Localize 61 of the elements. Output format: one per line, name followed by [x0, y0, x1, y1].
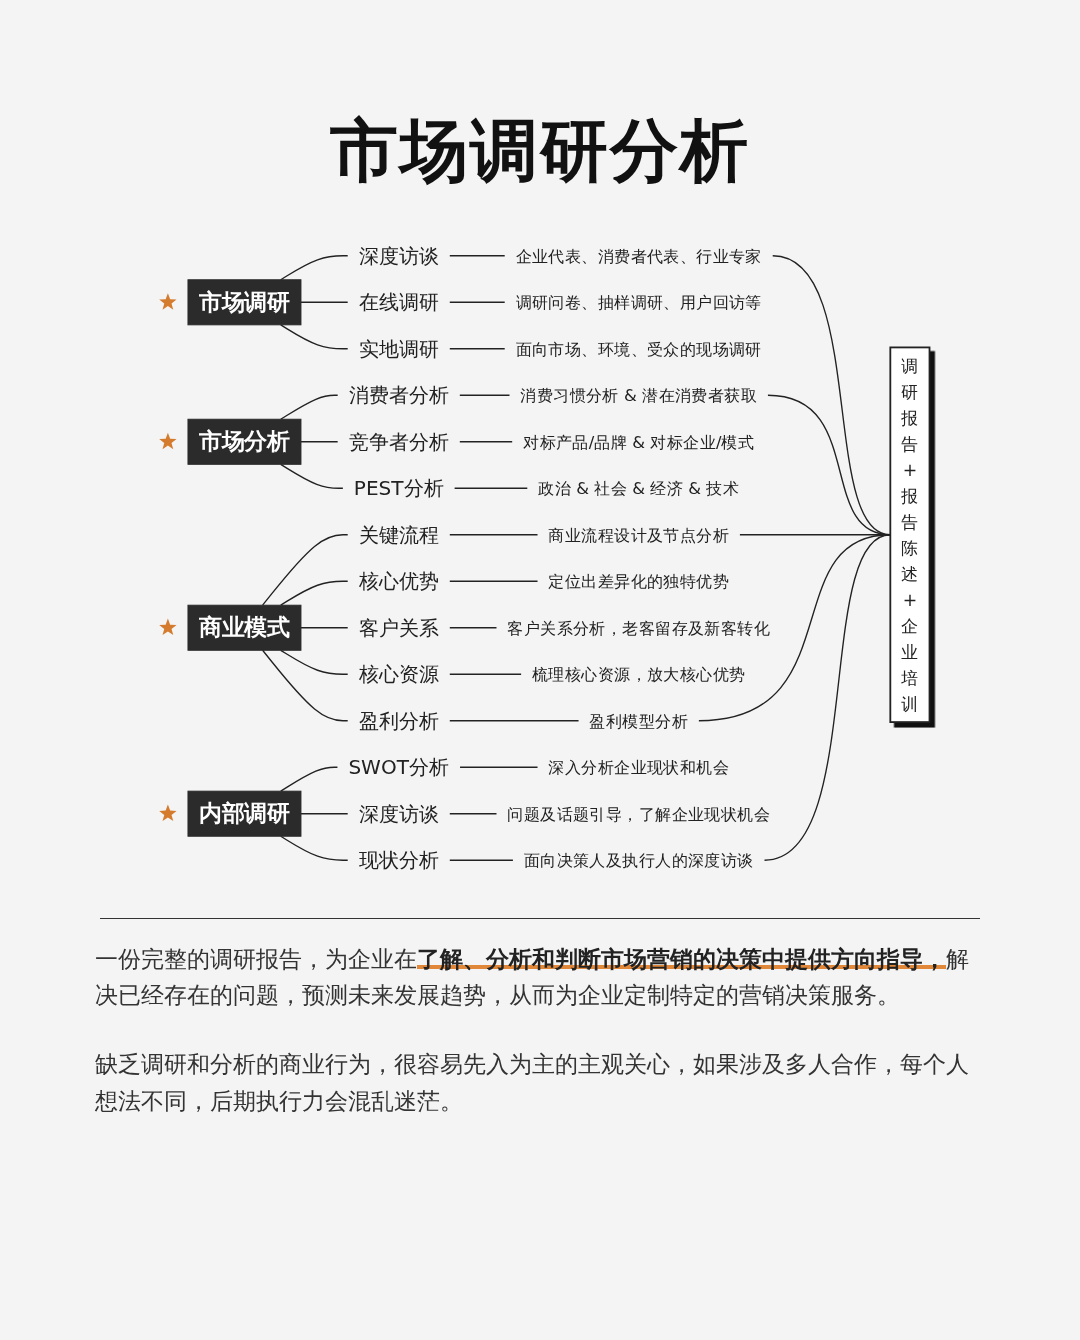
connector-line	[458, 766, 538, 768]
topic-label: 深度访谈	[358, 801, 439, 825]
paragraph: 一份完整的调研报告，为企业在了解、分析和判断市场营销的决策中提供方向指导，解决已经存在的问题，预测未来发展趋势，从而为企业定制特定的营销决策服务。	[95, 944, 970, 1011]
description-text: 定位出差异化的独特优势	[547, 571, 729, 591]
topic-label: 实地调研	[358, 337, 439, 360]
topic-label: PEST分析	[353, 476, 444, 500]
category-box: 市场分析	[187, 418, 301, 465]
connector-line	[279, 254, 348, 280]
description-text: 对标产品/品牌 & 对标企业/模式	[522, 431, 754, 451]
connector-line	[279, 649, 348, 675]
paragraph: 缺乏调研和分析的商业行为，很容易先入为主的主观关心，如果涉及多人合作，每个人想法不同，后期执行力会混乱迷茫。	[95, 1050, 970, 1116]
description-text: 消费习惯分析 & 潜在消费者获取	[519, 385, 757, 405]
category-box: 市场调研	[187, 278, 301, 325]
description-text: 盈利模型分析	[589, 710, 688, 730]
topic-label: 消费者分析	[348, 383, 449, 407]
connector-line	[299, 301, 348, 303]
connector-line	[279, 835, 348, 861]
topic-label: 核心优势	[358, 569, 439, 593]
topic-label: 关键流程	[358, 522, 439, 546]
connector-line	[261, 533, 348, 606]
topic-label: 深度访谈	[358, 244, 439, 267]
description-text: 面向决策人及执行人的深度访谈	[523, 850, 754, 870]
topic-label: 核心资源	[358, 662, 439, 686]
description-text: 面向市场、环境、受众的现场调研	[515, 338, 762, 358]
description-text: 深入分析企业现状和机会	[547, 757, 729, 777]
description-text: 调研问卷、抽样调研、用户回访等	[515, 292, 762, 312]
description-text: 商业流程设计及节点分析	[547, 524, 729, 544]
connector-line	[448, 626, 497, 628]
category-box: 内部调研	[187, 790, 301, 837]
connector-line	[448, 580, 538, 582]
category-box: 商业模式	[187, 604, 301, 651]
connector-line	[448, 673, 522, 675]
connector-line	[448, 719, 579, 721]
description-text: 客户关系分析，老客留存及新客转化	[506, 617, 770, 637]
topic-label: 盈利分析	[358, 708, 439, 732]
topic-label: 客户关系	[358, 615, 439, 639]
connector-line	[448, 533, 538, 536]
connector-line	[279, 463, 344, 489]
connector-line	[299, 626, 348, 628]
connector-line	[299, 440, 338, 443]
connector-line	[299, 812, 348, 814]
connector-line	[448, 254, 505, 257]
description-text: 梳理核心资源，放大核心优势	[531, 664, 745, 684]
connector-line	[458, 394, 510, 396]
connector-line	[448, 301, 505, 303]
output-box: 调研报告+报告陈述+企业培训	[888, 346, 930, 723]
connector-line	[448, 812, 497, 814]
connector-line	[453, 487, 528, 489]
topic-label: 现状分析	[358, 848, 439, 872]
topic-label: 竞争者分析	[348, 429, 449, 453]
title: 市场调研分析	[330, 110, 750, 192]
connector-line	[458, 440, 513, 443]
connector-line	[448, 859, 514, 861]
topic-label: SWOT分析	[347, 755, 449, 779]
description-text: 企业代表、消费者代表、行业专家	[515, 245, 762, 265]
connector-line	[448, 347, 505, 350]
description-text: 政治 & 社会 & 经济 & 技术	[537, 478, 739, 498]
topic-label: 在线调研	[358, 290, 439, 314]
connector-line	[261, 649, 348, 721]
connector-line	[279, 323, 348, 350]
description-text: 问题及话题引导，了解企业现状机会	[506, 803, 770, 823]
